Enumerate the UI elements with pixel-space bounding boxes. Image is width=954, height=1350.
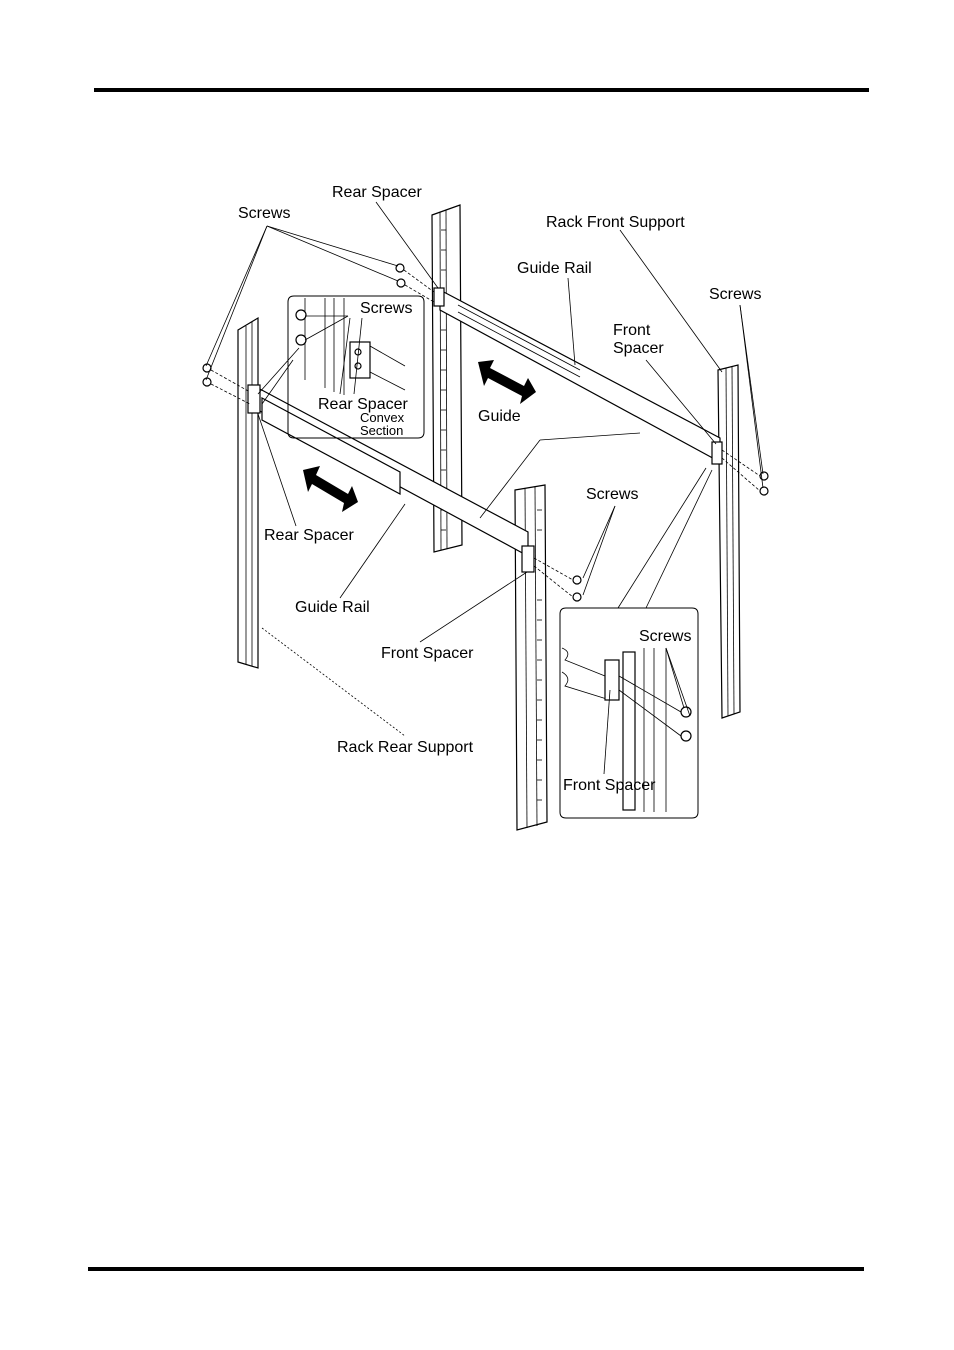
label-screws-inset2: Screws (639, 628, 691, 645)
guide-arrow-upper-icon (478, 360, 536, 404)
leader-lines (206, 202, 763, 774)
label-screws-middle: Screws (586, 486, 638, 503)
label-rack-front-support: Rack Front Support (546, 214, 685, 231)
label-section: Section (360, 423, 403, 438)
rack-front-right-post (718, 365, 740, 718)
label-rack-rear-support: Rack Rear Support (337, 739, 474, 756)
label-screws-right: Screws (709, 286, 761, 303)
label-front-spacer-middle: Front Spacer (381, 645, 474, 662)
label-guide-rail-top: Guide Rail (517, 260, 592, 277)
label-front-spacer-inset2: Front Spacer (563, 777, 656, 794)
label-front-spacer-top-line1: Front (613, 322, 651, 339)
label-rear-spacer-top: Rear Spacer (332, 184, 422, 201)
label-guide-rail-bottom: Guide Rail (295, 599, 370, 616)
label-guide: Guide (478, 408, 521, 425)
label-front-spacer-top-line2: Spacer (613, 340, 664, 357)
guide-arrow-lower-icon (303, 466, 358, 512)
label-screws-top-left: Screws (238, 205, 290, 222)
label-rear-spacer-left: Rear Spacer (264, 527, 354, 544)
label-screws-inset: Screws (360, 300, 412, 317)
rack-rear-left-post (238, 318, 258, 668)
